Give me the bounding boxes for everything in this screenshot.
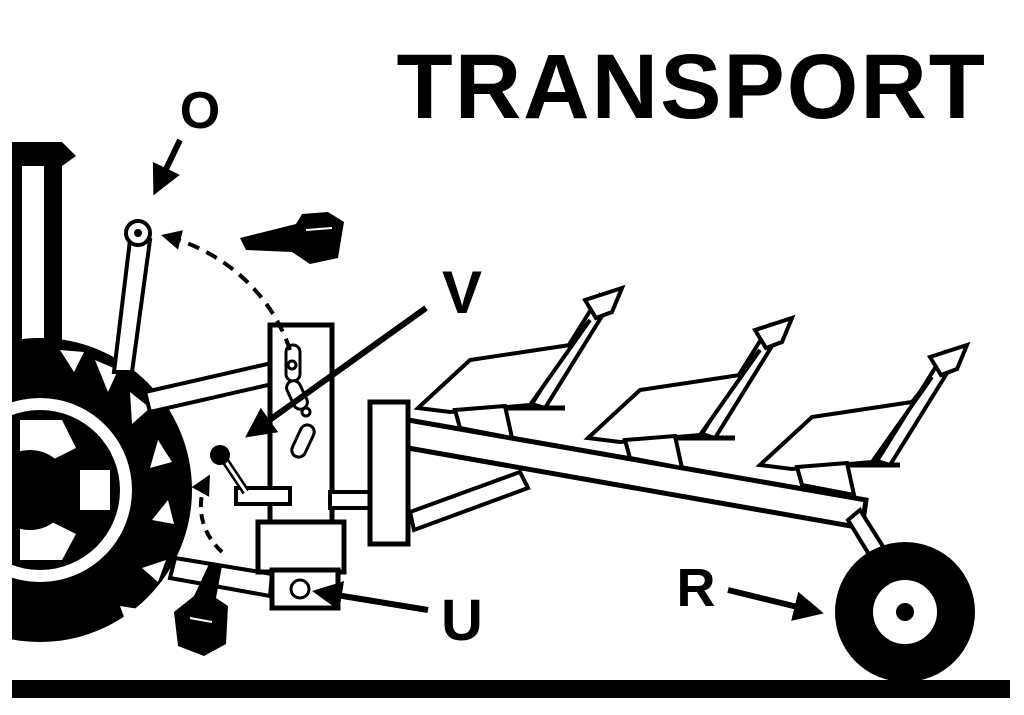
tractor-cab — [12, 142, 76, 365]
arrow-v — [245, 305, 428, 438]
plough-body-2 — [583, 314, 796, 471]
ground-line — [12, 680, 1010, 698]
dashed-arc-upper — [161, 230, 292, 351]
top-link — [111, 238, 153, 374]
plough-body-1 — [413, 284, 626, 441]
plough-body-3 — [755, 341, 971, 498]
pointing-hand-icon — [240, 212, 344, 264]
pivot-point-o — [124, 219, 152, 247]
plough-beam — [367, 399, 887, 559]
lower-pin-hole — [289, 578, 311, 600]
arrow-r — [727, 587, 824, 621]
lever-point-v — [210, 445, 250, 495]
wheel-rim-windows — [20, 420, 110, 560]
arrow-u — [312, 581, 429, 613]
label-r: R — [677, 558, 716, 618]
dashed-arc-lower — [191, 474, 224, 554]
tire-tread — [60, 350, 174, 656]
depth-wheel-r — [835, 542, 975, 682]
tractor-rear-wheel — [0, 320, 192, 700]
label-o: O — [180, 82, 220, 140]
label-v: V — [442, 259, 482, 326]
pointing-hand-icon — [174, 562, 228, 656]
arrow-o — [152, 138, 183, 196]
label-u: U — [441, 588, 483, 653]
page-title: TRANSPORT — [397, 36, 987, 138]
